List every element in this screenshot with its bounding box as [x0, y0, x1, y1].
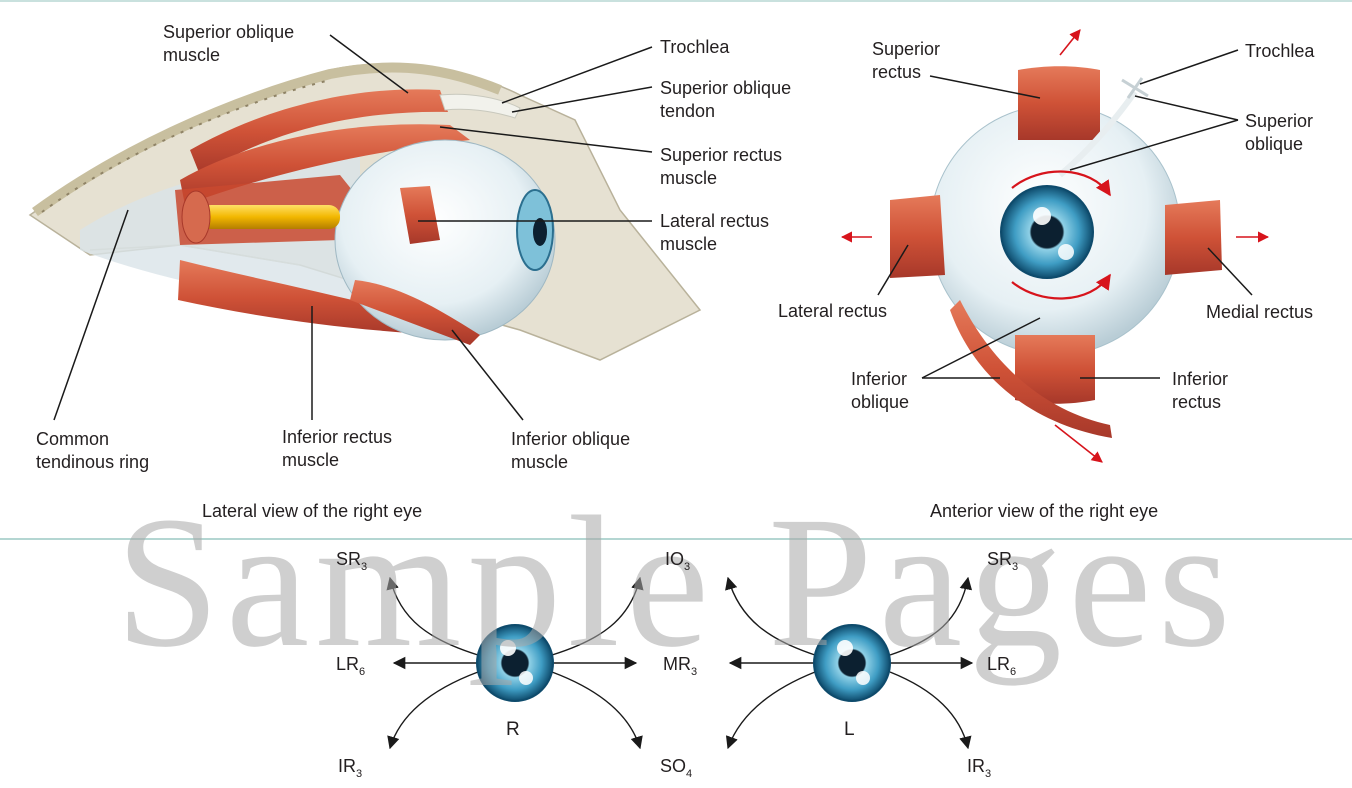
label-common-tendinous-ring: Common tendinous ring	[36, 428, 149, 474]
label-inferior-oblique-muscle: Inferior oblique muscle	[511, 428, 630, 474]
label-lateral-rectus-muscle: Lateral rectus muscle	[660, 210, 769, 256]
right-eye-tag: R	[506, 718, 520, 741]
label-superior-oblique-tendon: Superior oblique tendon	[660, 77, 791, 123]
action-right-ir: IR3	[338, 755, 362, 781]
label-superior-oblique-muscle: Superior oblique muscle	[163, 21, 294, 67]
label-lateral-rectus: Lateral rectus	[778, 300, 887, 323]
action-left-ir: IR3	[967, 755, 991, 781]
label-inferior-rectus-muscle: Inferior rectus muscle	[282, 426, 392, 472]
action-right-io: IO3	[665, 548, 690, 574]
action-right-lr: LR6	[336, 653, 365, 679]
caption-anterior-view: Anterior view of the right eye	[930, 500, 1158, 523]
action-left-lr: LR6	[987, 653, 1016, 679]
label-superior-rectus: Superior rectus	[872, 38, 940, 84]
label-inferior-oblique: Inferior oblique	[851, 368, 909, 414]
left-eye-tag: L	[844, 718, 855, 741]
label-inferior-rectus: Inferior rectus	[1172, 368, 1228, 414]
lateral-view-illustration	[30, 64, 700, 360]
label-superior-rectus-muscle: Superior rectus muscle	[660, 144, 782, 190]
label-superior-oblique: Superior oblique	[1245, 110, 1313, 156]
action-right-so: SO4	[660, 755, 692, 781]
action-left-sr: SR3	[987, 548, 1018, 574]
label-trochlea-lateral: Trochlea	[660, 36, 729, 59]
label-trochlea-anterior: Trochlea	[1245, 40, 1314, 63]
action-right-mr: MR3	[663, 653, 697, 679]
label-medial-rectus: Medial rectus	[1206, 301, 1313, 324]
caption-lateral-view: Lateral view of the right eye	[202, 500, 422, 523]
action-right-sr: SR3	[336, 548, 367, 574]
